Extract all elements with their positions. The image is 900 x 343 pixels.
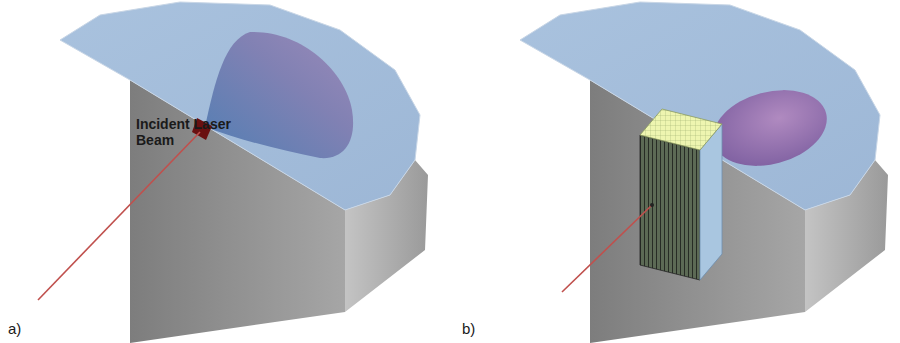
panel-label: a) (8, 320, 48, 337)
panel-label: b) (462, 320, 502, 337)
block-a (38, 2, 428, 343)
block-b (520, 2, 888, 343)
callout-label: Incident Laser Beam (136, 116, 240, 148)
